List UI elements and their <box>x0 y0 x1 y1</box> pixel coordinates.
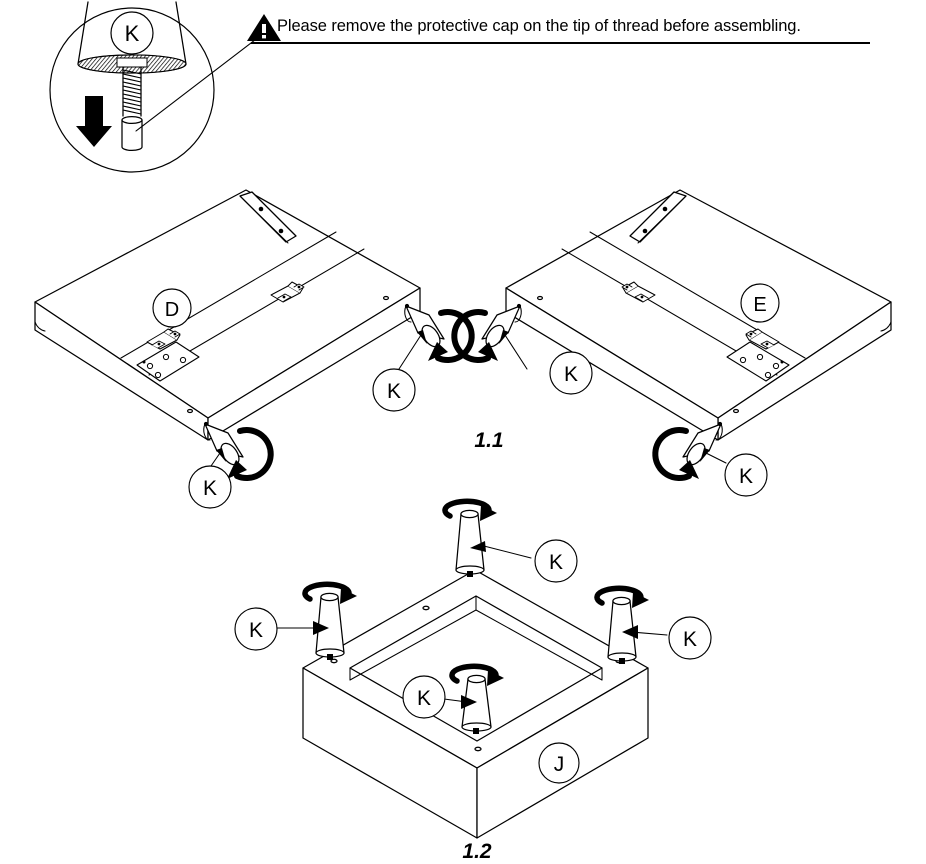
frame-j-hole-4 <box>474 746 482 752</box>
panel-e-leg-right-callout-circle <box>724 453 768 497</box>
frame-j-callout-circle <box>538 742 580 784</box>
panel-d-leg-right: K <box>372 303 475 412</box>
panel-d-mount-plate <box>136 341 200 382</box>
leg-base-plate <box>116 57 148 68</box>
panel-e-mount-plate <box>726 341 790 382</box>
frame-j-leg-left-label: K <box>249 619 263 642</box>
panel-e-leg-left-rotate-arrow <box>451 309 491 363</box>
panel-d-leg-left: K <box>188 421 274 509</box>
detail-k-callout-circle <box>110 11 154 55</box>
frame-j-leg-right-label: K <box>683 628 697 651</box>
frame-j-leg-front: K <box>402 663 504 734</box>
detail-k-callout-label: K <box>125 21 140 46</box>
panel-d-leg-left-rotate-arrow <box>234 427 274 481</box>
panel-d-top-face <box>34 189 421 419</box>
protective-cap <box>121 115 143 152</box>
remove-down-arrow <box>76 96 112 147</box>
step-1-1-label: 1.1 <box>474 429 503 452</box>
panel-d-callout-circle <box>152 288 192 328</box>
panel-d-leg-right-rotate-arrow <box>435 309 475 363</box>
frame-j-leg-front-callout-circle <box>402 675 446 719</box>
frame-j-label: J <box>554 753 565 776</box>
threaded-bolt <box>122 66 142 117</box>
panel-e-leg-right-rotate-arrow <box>652 427 692 481</box>
panel-d-hole-2 <box>186 408 194 414</box>
panel-e-leg-left: K <box>451 303 593 395</box>
panel-e-label: E <box>753 294 766 316</box>
panel-e-rail <box>629 191 687 244</box>
panel-d-hole-1 <box>382 295 390 301</box>
frame-j-leg-back: K <box>442 498 578 583</box>
frame-j-hole-2 <box>330 658 338 664</box>
panel-d-group: D <box>34 189 421 441</box>
detail-circle-group: K <box>49 1 269 173</box>
detail-leader-line <box>135 29 269 132</box>
panel-e-leg-right-label: K <box>739 465 753 488</box>
panel-e-hole-1 <box>536 295 544 301</box>
panel-d-fitting-lower <box>146 328 181 350</box>
panel-d-leg-left-label: K <box>203 477 217 500</box>
panel-e-fitting-lower <box>745 328 780 350</box>
step-1-2-label: 1.2 <box>462 840 492 863</box>
detail-circle-outline <box>49 7 215 173</box>
frame-j-leg-back-label: K <box>549 551 563 574</box>
panel-d-leg-left-callout-circle <box>188 465 232 509</box>
frame-j-leg-right: K <box>594 585 712 664</box>
panel-d-leg-right-callout-circle <box>372 368 416 412</box>
panel-e-leg-left-label: K <box>564 363 578 386</box>
frame-j-leg-front-label: K <box>417 687 431 710</box>
frame-j-hole-1 <box>422 605 430 611</box>
panel-e-hole-2 <box>732 408 740 414</box>
frame-j-leg-back-callout-circle <box>534 539 578 583</box>
panel-d-rail <box>239 191 297 244</box>
panel-e-group: E <box>505 189 892 441</box>
warning-triangle-icon <box>247 14 281 41</box>
panel-d-leg-right-label: K <box>387 380 401 403</box>
panel-e-fitting-upper <box>621 281 656 303</box>
panel-d-label: D <box>165 299 179 321</box>
panel-e-leg-right: K <box>652 421 768 497</box>
frame-j-leg-right-callout-circle <box>668 616 712 660</box>
frame-j-leg-left-callout-circle <box>234 607 278 651</box>
panel-e-leg-left-callout-circle <box>549 351 593 395</box>
frame-j-inner-wall <box>349 609 603 681</box>
warning-text: Please remove the protective cap on the … <box>277 17 801 35</box>
panel-e-callout-circle <box>740 283 780 323</box>
panel-d-fitting-upper <box>270 281 305 303</box>
warning-underline <box>251 42 870 44</box>
frame-j-leg-left: K <box>234 581 357 660</box>
